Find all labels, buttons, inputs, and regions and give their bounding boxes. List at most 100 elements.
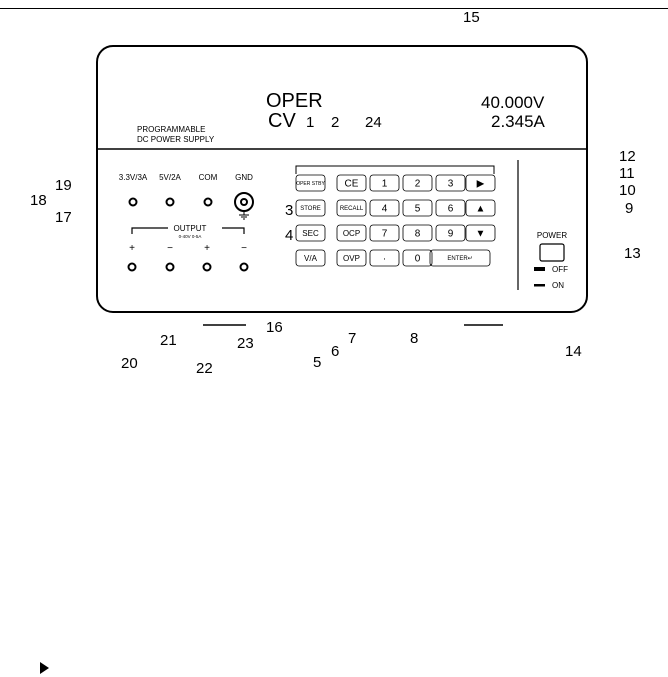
output-label: OUTPUT: [174, 224, 207, 233]
polarity-1: +: [129, 243, 135, 254]
status-cv: CV: [268, 110, 296, 132]
keypad-key-label: 6: [448, 204, 454, 215]
callout-13: 13: [624, 245, 641, 262]
keypad-key[interactable]: SEC: [295, 224, 326, 242]
keypad-key[interactable]: ▲: [465, 199, 496, 217]
keypad-key[interactable]: STORE: [295, 199, 326, 217]
callout-11: 11: [619, 165, 635, 182]
callout-2: 2: [331, 114, 339, 131]
callout-12: 12: [619, 148, 636, 165]
callout-5: 5: [313, 354, 321, 371]
polarity-3: +: [204, 243, 210, 254]
callout-3: 3: [285, 202, 293, 219]
keypad: OPER STBY CE 1 2 3 ▶ STORE RECALL 4 5 6 ▲ SEC OCP 7 8 9 ▼…: [295, 174, 496, 267]
panel-outline: [96, 45, 588, 313]
callout-17: 17: [55, 209, 72, 226]
keypad-key-label: ▶: [477, 179, 485, 190]
keypad-key-label: ·: [383, 254, 386, 265]
output-terminal-2-pos[interactable]: [202, 262, 212, 272]
callout-20: 20: [121, 355, 138, 372]
keypad-key-label: 0: [415, 254, 421, 265]
keypad-key[interactable]: 5: [402, 199, 433, 217]
terminal-5v[interactable]: [165, 197, 175, 207]
callout-15: 15: [463, 9, 480, 26]
callout-7: 7: [348, 330, 356, 347]
callout-4: 4: [285, 227, 293, 244]
voltage-readout: 40.000V: [481, 93, 545, 112]
terminal-com[interactable]: [203, 197, 213, 207]
callout-10: 10: [619, 182, 636, 199]
terminal-label-5v: 5V/2A: [159, 173, 181, 182]
keypad-key-label: OVP: [343, 254, 360, 263]
keypad-key-label: CE: [345, 179, 359, 190]
keypad-key[interactable]: 7: [369, 224, 400, 242]
keypad-key[interactable]: 1: [369, 174, 400, 192]
power-button[interactable]: [539, 243, 565, 262]
keypad-key-label: 9: [448, 229, 454, 240]
output-terminal-1-neg[interactable]: [165, 262, 175, 272]
callout-1: 1: [306, 114, 314, 131]
triangle-bullet-icon: [40, 661, 49, 674]
keypad-key-label: 1: [382, 179, 388, 190]
keypad-key-label: SEC: [302, 229, 319, 238]
keypad-key[interactable]: OVP: [336, 249, 367, 267]
keypad-key[interactable]: 4: [369, 199, 400, 217]
callout-18: 18: [30, 192, 47, 209]
callout-14: 14: [565, 343, 582, 360]
keypad-key-label: 4: [382, 204, 388, 215]
keypad-key[interactable]: V/A: [295, 249, 326, 267]
keypad-key-label: V/A: [304, 254, 318, 263]
keypad-key[interactable]: 8: [402, 224, 433, 242]
callout-6: 6: [331, 343, 339, 360]
terminal-gnd[interactable]: [234, 192, 254, 212]
keypad-key-label: RECALL: [340, 206, 364, 212]
callout-16: 16: [266, 319, 283, 336]
keypad-key[interactable]: 3: [435, 174, 466, 192]
keypad-key[interactable]: ·: [369, 249, 400, 267]
status-oper: OPER: [266, 90, 323, 112]
keypad-key[interactable]: ▼: [465, 224, 496, 242]
terminal-label-3v3: 3.3V/3A: [119, 173, 148, 182]
power-on-label: ON: [552, 281, 564, 290]
keypad-key[interactable]: ENTER↵: [429, 249, 491, 267]
keypad-key-label: OCP: [343, 229, 360, 238]
power-on-indicator-icon: [534, 284, 545, 287]
keypad-key[interactable]: CE: [336, 174, 367, 192]
panel-title-line1: PROGRAMMABLE: [137, 125, 205, 134]
bullet-row: [40, 659, 49, 675]
keypad-key-label: 2: [415, 179, 421, 190]
keypad-key[interactable]: OCP: [336, 224, 367, 242]
power-label: POWER: [537, 231, 567, 240]
keypad-key-label: 3: [448, 179, 454, 190]
callout-22: 22: [196, 360, 213, 377]
keypad-key-label: ENTER↵: [447, 256, 472, 262]
output-terminal-1-pos[interactable]: [127, 262, 137, 272]
terminal-3v3[interactable]: [128, 197, 138, 207]
keypad-key[interactable]: 6: [435, 199, 466, 217]
terminal-label-com: COM: [199, 173, 218, 182]
callout-21: 21: [160, 332, 177, 349]
keypad-key-label: 7: [382, 229, 388, 240]
ground-symbol-icon: [239, 211, 249, 220]
callout-9: 9: [625, 200, 633, 217]
keypad-key[interactable]: 0: [402, 249, 433, 267]
keypad-key-label: ▼: [476, 229, 486, 240]
keypad-key[interactable]: RECALL: [336, 199, 367, 217]
output-sublabel: 0-40V 0-5A: [179, 234, 202, 239]
keypad-key[interactable]: OPER STBY: [295, 174, 325, 192]
panel-title-line2: DC POWER SUPPLY: [137, 135, 215, 144]
current-readout: 2.345A: [491, 112, 546, 131]
power-off-indicator-icon: [534, 267, 545, 271]
keypad-key[interactable]: 2: [402, 174, 433, 192]
keypad-key-label: 8: [415, 229, 421, 240]
output-terminal-2-neg[interactable]: [239, 262, 249, 272]
keypad-key[interactable]: 9: [435, 224, 466, 242]
power-off-label: OFF: [552, 265, 568, 274]
keypad-key[interactable]: ▶: [465, 174, 496, 192]
keypad-key-label: ▲: [476, 204, 486, 215]
polarity-2: −: [167, 243, 173, 254]
callout-8: 8: [410, 330, 418, 347]
keypad-key-label: OPER STBY: [296, 181, 325, 187]
terminal-label-gnd: GND: [235, 173, 253, 182]
